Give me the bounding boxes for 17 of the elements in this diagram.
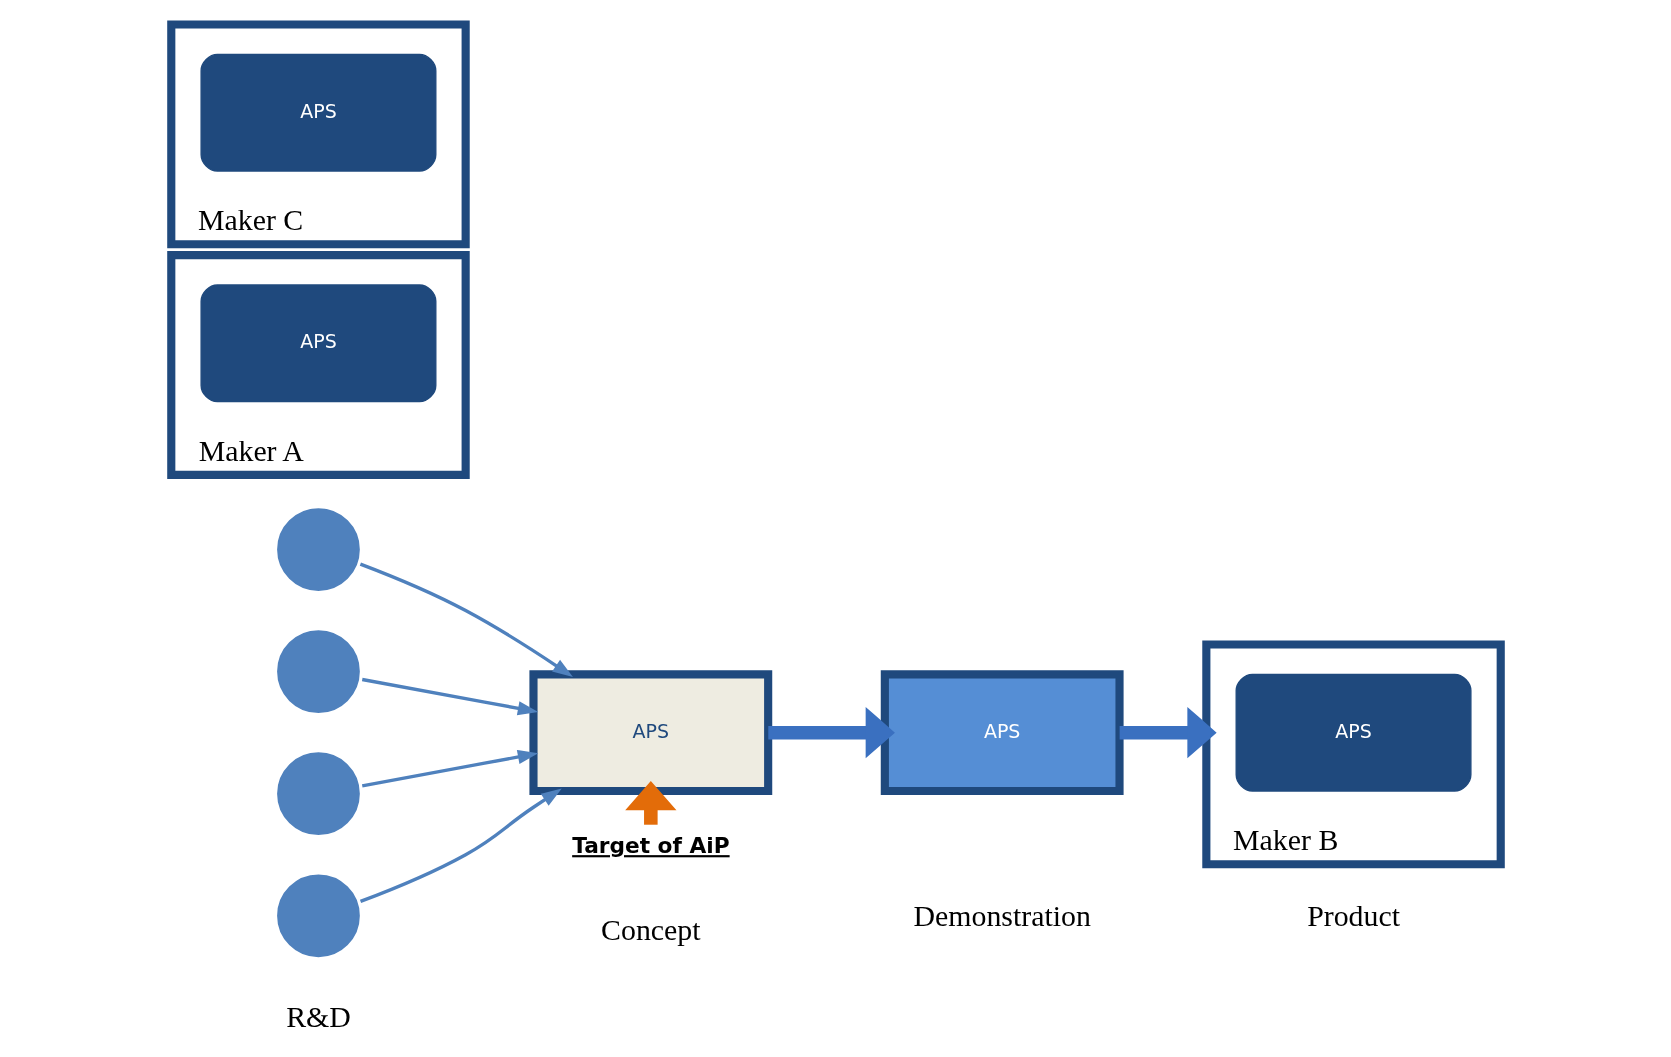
arrow xyxy=(624,780,676,825)
node-text: Target of AiP xyxy=(571,833,730,859)
arrow xyxy=(359,788,562,904)
node-box: APS xyxy=(1235,673,1472,792)
arrow xyxy=(361,749,538,788)
label: Product xyxy=(1306,899,1400,933)
node-box: APS xyxy=(199,284,436,403)
label: Concept xyxy=(600,912,701,946)
arrow xyxy=(361,677,538,716)
arrow xyxy=(359,562,573,678)
arrow xyxy=(1119,707,1217,759)
node-box: APS xyxy=(880,670,1124,796)
arrow xyxy=(767,707,895,759)
node-box: APS xyxy=(528,670,772,796)
label: R&D xyxy=(285,999,351,1033)
node-box: APS xyxy=(199,53,436,172)
label: Demonstration xyxy=(913,899,1091,933)
